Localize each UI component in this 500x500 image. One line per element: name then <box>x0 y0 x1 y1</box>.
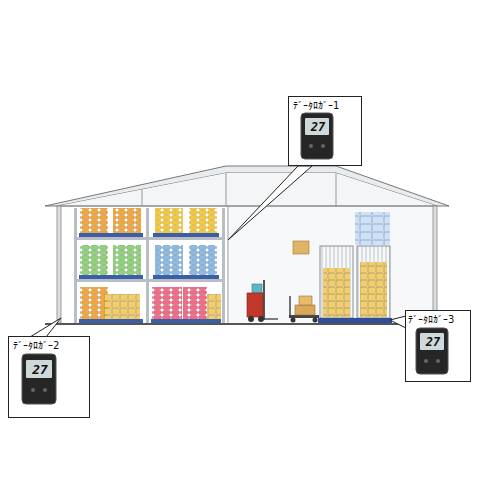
box <box>295 305 315 315</box>
callout-background <box>8 336 90 418</box>
truss <box>336 173 337 206</box>
pallet <box>79 319 143 323</box>
handle <box>289 296 291 316</box>
callout-label: ﾃﾞｰﾀﾛｶﾞｰ3 <box>408 313 470 326</box>
bag-stack <box>189 245 217 275</box>
callout-background <box>288 96 362 166</box>
box-stack <box>104 294 140 319</box>
box <box>293 241 309 254</box>
right-wall <box>433 206 437 323</box>
leader-line <box>228 166 312 240</box>
rack-beam <box>74 237 225 240</box>
callout-label: ﾃﾞｰﾀﾛｶﾞｰ2 <box>13 339 89 352</box>
leader-line <box>30 318 61 337</box>
fork <box>264 318 278 320</box>
logger-button <box>424 359 428 363</box>
body <box>247 293 263 317</box>
rack-beam <box>74 279 225 282</box>
bag-stack <box>155 208 183 233</box>
roll-cage <box>320 246 353 318</box>
interior-right <box>229 206 433 323</box>
rack-post <box>146 208 149 323</box>
wheel <box>248 316 254 322</box>
rack-post <box>222 208 225 323</box>
logger-button <box>321 144 325 148</box>
shipping-area <box>247 212 392 323</box>
pallet <box>153 275 219 279</box>
bag-stack <box>155 245 183 275</box>
lcd-reading: 27 <box>306 119 330 136</box>
logger-body <box>22 354 56 404</box>
pallet <box>151 319 221 323</box>
roof <box>45 166 449 206</box>
bag-stack <box>80 208 108 233</box>
eave-beam <box>57 205 437 207</box>
bag-stack <box>183 287 207 319</box>
logger-button <box>31 388 35 392</box>
gable-wall <box>57 173 437 206</box>
pallet <box>79 233 143 237</box>
hand-cart <box>289 296 319 323</box>
logger-button <box>436 359 440 363</box>
building <box>45 166 450 324</box>
bag-stack <box>152 287 182 319</box>
data-logger <box>416 328 448 374</box>
callout-box: ﾃﾞｰﾀﾛｶﾞｰ3 27 <box>405 310 471 382</box>
wheel <box>258 316 264 322</box>
platform <box>289 315 319 318</box>
rack-post <box>74 208 77 323</box>
logger-screen <box>305 118 329 135</box>
wheel <box>291 318 296 323</box>
logger-button <box>43 388 47 392</box>
lcd-reading: 27 <box>421 334 445 351</box>
cab <box>252 284 262 293</box>
box <box>299 296 312 305</box>
box-stack <box>323 268 350 317</box>
callout-background <box>405 310 471 382</box>
truss <box>226 173 227 206</box>
pallet <box>153 233 219 237</box>
forklift <box>247 280 278 322</box>
logger-body <box>416 328 448 374</box>
data-logger <box>301 113 333 159</box>
leader-line <box>390 316 406 328</box>
logger-body <box>301 113 333 159</box>
roll-cage <box>357 246 390 318</box>
divider <box>228 206 229 323</box>
callout-box: ﾃﾞｰﾀﾛｶﾞｰ1 27 <box>288 96 362 166</box>
logger-screen <box>420 333 444 350</box>
wheel <box>313 318 318 323</box>
bag-stack <box>189 208 217 233</box>
logger-button <box>309 144 313 148</box>
box-stack <box>360 262 387 317</box>
bag-stack <box>113 245 141 275</box>
box-stack <box>355 212 390 245</box>
pallet <box>79 275 143 279</box>
logger-screen <box>26 360 52 378</box>
callout-box: ﾃﾞｰﾀﾛｶﾞｰ2 27 <box>8 336 90 418</box>
box-stack <box>207 294 221 319</box>
callout-label: ﾃﾞｰﾀﾛｶﾞｰ1 <box>293 99 361 112</box>
bag-stack <box>80 245 108 275</box>
floor <box>45 323 450 325</box>
bag-stack <box>113 208 141 233</box>
data-logger <box>22 354 56 404</box>
rack <box>74 208 225 323</box>
goods <box>79 208 221 323</box>
truss <box>142 189 143 206</box>
cage-base <box>318 318 392 323</box>
left-wall <box>57 206 61 323</box>
bag-stack <box>80 287 108 319</box>
lcd-reading: 27 <box>27 361 53 379</box>
